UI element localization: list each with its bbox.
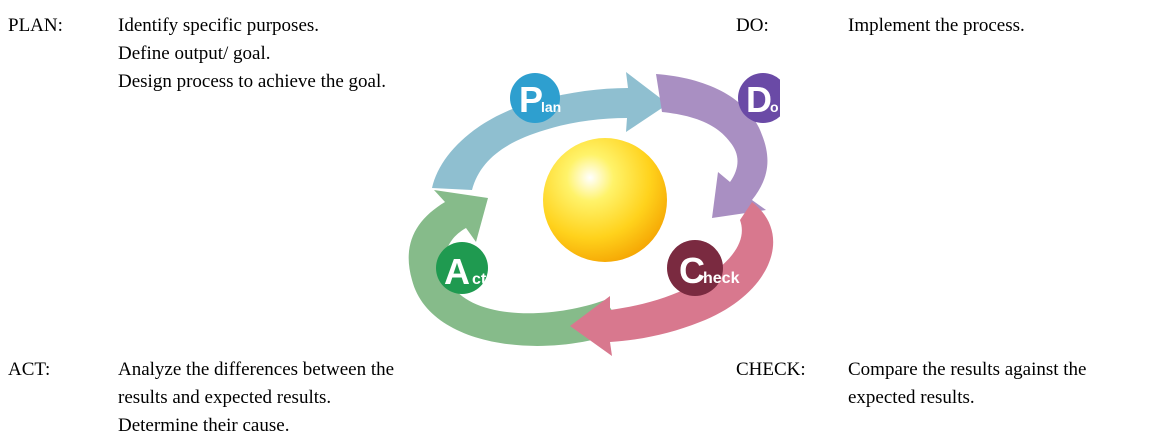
plan-badge: P lan xyxy=(510,73,561,123)
do-badge-circle xyxy=(738,73,780,123)
plan-line: Identify specific purposes. xyxy=(118,15,320,36)
plan-arrow xyxy=(432,72,668,190)
act-lines: Analyze the differences between the resu… xyxy=(118,356,394,440)
plan-badge-circle xyxy=(510,73,560,123)
do-arrow xyxy=(656,74,768,218)
center-sphere xyxy=(543,138,667,262)
check-lines: Compare the results against the expected… xyxy=(848,356,1087,412)
plan-badge-initial: P xyxy=(519,79,543,120)
act-line: Determine their cause. xyxy=(118,415,290,436)
plan-badge-rest: lan xyxy=(541,99,561,115)
act-badge-rest: ct xyxy=(472,271,487,288)
do-badge-rest: o xyxy=(770,99,779,115)
check-line: expected results. xyxy=(848,387,975,408)
act-badge: A ct xyxy=(436,242,488,294)
check-line: Compare the results against the xyxy=(848,359,1087,380)
check-badge-circle xyxy=(667,240,723,296)
check-badge-rest: heck xyxy=(703,270,740,287)
check-badge: C heck xyxy=(667,240,740,296)
do-lines: Implement the process. xyxy=(848,12,1025,40)
act-line: results and expected results. xyxy=(118,387,332,408)
do-line: Implement the process. xyxy=(848,15,1025,36)
act-line: Analyze the differences between the xyxy=(118,359,395,380)
act-arrow xyxy=(408,190,625,346)
plan-line: Define output/ goal. xyxy=(118,43,271,64)
pdca-cycle-diagram: P lan D o C heck A ct xyxy=(408,72,780,356)
plan-line: Design process to achieve the goal. xyxy=(118,71,387,92)
plan-label: PLAN: xyxy=(8,15,63,36)
plan-lines: Identify specific purposes. Define outpu… xyxy=(118,12,386,96)
do-badge-initial: D xyxy=(746,79,772,120)
act-badge-initial: A xyxy=(444,251,470,292)
check-label: CHECK: xyxy=(736,359,806,380)
do-label: DO: xyxy=(736,15,769,36)
act-label: ACT: xyxy=(8,359,51,380)
check-badge-initial: C xyxy=(679,250,705,291)
do-badge: D o xyxy=(738,73,780,123)
act-badge-circle xyxy=(436,242,488,294)
check-arrow xyxy=(570,202,774,356)
